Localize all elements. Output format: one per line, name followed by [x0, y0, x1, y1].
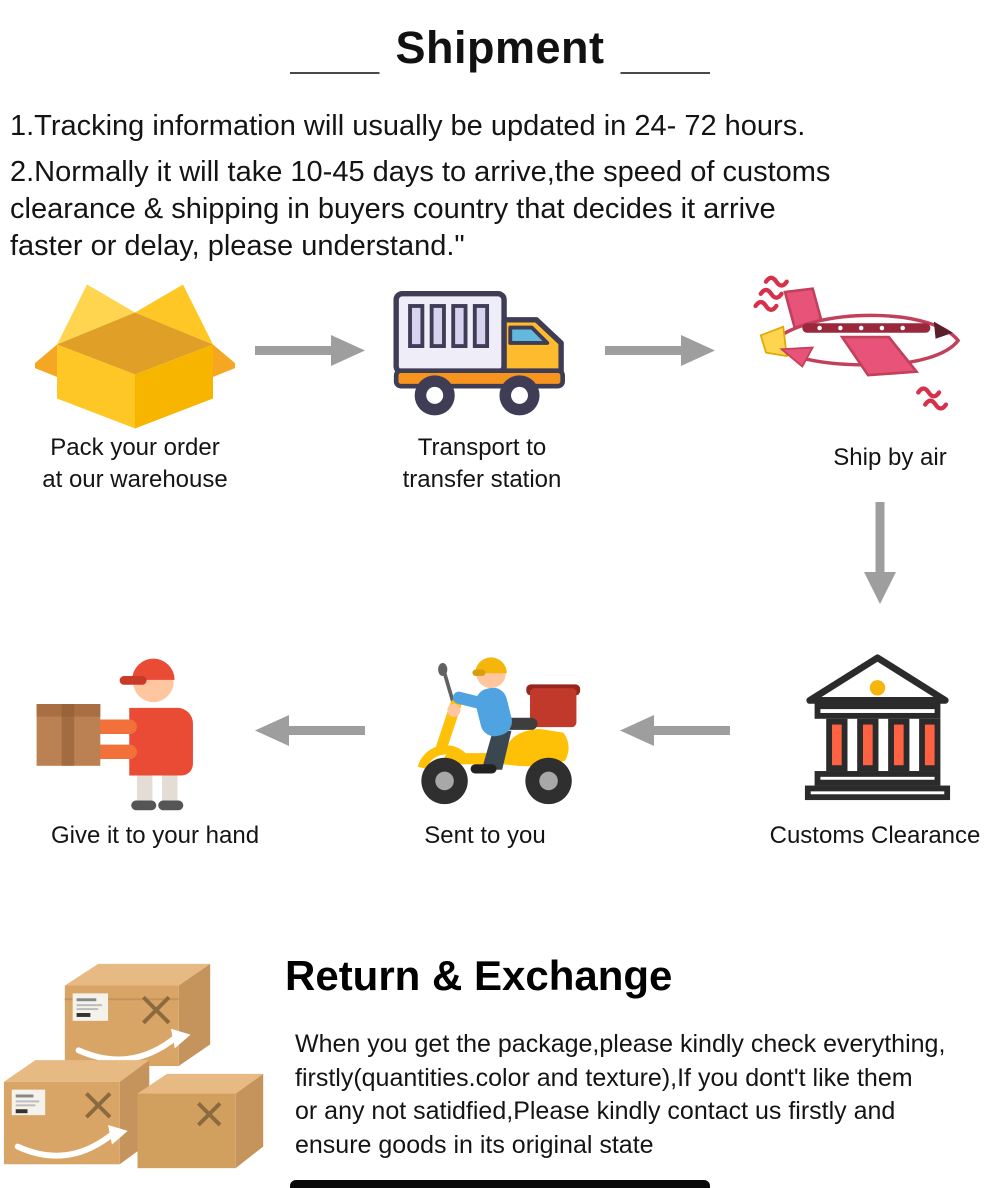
returns-title: Return & Exchange — [285, 952, 673, 999]
arrow-left-icon-2 — [255, 710, 365, 750]
shipment-note-2: 2.Normally it will take 10-45 days to ar… — [10, 156, 831, 263]
flow-row-1: Pack your order at our warehouse Transpo… — [0, 260, 1000, 500]
shipment-title: Shipment — [379, 22, 621, 74]
arrow-right-icon-1 — [255, 330, 365, 370]
returns-body: When you get the package,please kindly c… — [295, 1030, 946, 1159]
flow-row-2: Give it to your hand Sent to you Customs… — [0, 638, 1000, 858]
step-label-ship-by-air: Ship by air — [833, 444, 947, 471]
step-label-sent: Sent to you — [424, 822, 546, 849]
scooter-courier-icon — [400, 642, 595, 814]
step-label-pack: Pack your order at our warehouse — [42, 434, 228, 493]
delivery-truck-icon — [390, 278, 575, 428]
returns-section: Return & Exchange When you get the packa… — [0, 940, 1000, 1180]
next-section-bar — [290, 1180, 710, 1188]
arrow-right-icon-2 — [605, 330, 715, 370]
step-label-customs: Customs Clearance — [769, 822, 981, 849]
cardboard-boxes-icon — [0, 954, 275, 1182]
step-label-transport: Transport to transfer station — [402, 434, 562, 493]
step-label-hand: Give it to your hand — [50, 822, 260, 849]
shipment-note-1: 1.Tracking information will usually be u… — [10, 110, 806, 142]
shipment-title-block: Shipment — [290, 22, 710, 76]
arrow-down-icon — [861, 502, 899, 604]
airplane-icon — [740, 268, 965, 420]
open-box-icon — [35, 275, 235, 433]
customs-building-icon — [800, 652, 955, 802]
delivery-man-icon — [30, 650, 215, 816]
arrow-left-icon-1 — [620, 710, 730, 750]
